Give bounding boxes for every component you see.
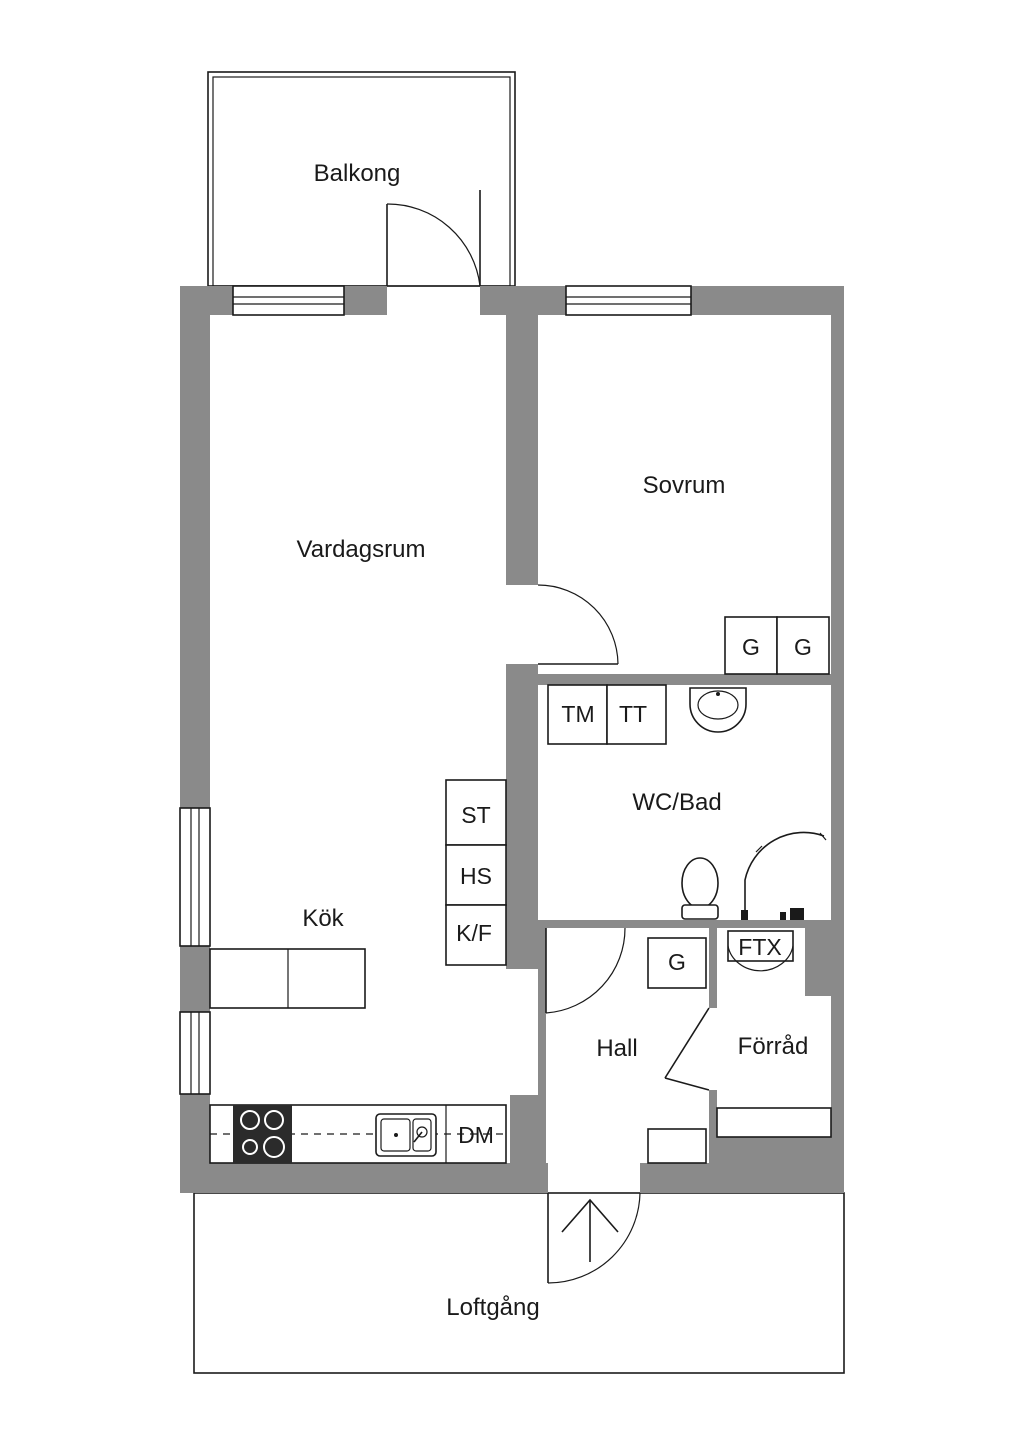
toilet-icon [681, 857, 719, 920]
entrance-arrow-icon [561, 1198, 619, 1262]
room-label-balkong: Balkong [314, 160, 401, 187]
fixture-label-ftx: FTX [738, 934, 781, 960]
fixture-label-kf: K/F [456, 920, 492, 946]
kitchen-island [209, 948, 366, 1009]
room-label-vardagsrum: Vardagsrum [297, 536, 426, 563]
window-kitchen-lower [179, 1011, 211, 1095]
hall-bench [647, 1128, 707, 1164]
walkway-outline [193, 1192, 845, 1374]
bedroom-wardrobes [724, 616, 830, 675]
fixture-label-dm: DM [458, 1122, 494, 1148]
door-bathroom [545, 927, 626, 1014]
kitchen-counter [209, 1104, 507, 1164]
room-label-kok: Kök [302, 905, 344, 932]
fixture-label-tm: TM [561, 701, 594, 727]
room-label-loftgang: Loftgång [446, 1294, 539, 1321]
window-living-top [232, 285, 345, 316]
fixture-labels: G G TM TT ST HS K/F G FTX DM [456, 634, 812, 1148]
door-bedroom [537, 584, 619, 665]
fixture-label-garderob-1: G [742, 634, 760, 660]
window-kitchen-upper [179, 807, 211, 947]
door-balcony [386, 190, 481, 287]
room-label-wc-bad: WC/Bad [632, 789, 721, 816]
door-entrance [547, 1192, 641, 1284]
fixture-label-hs: HS [460, 863, 492, 889]
interior-walls [506, 315, 831, 1168]
doors [386, 190, 710, 1284]
laundry-machines [547, 684, 667, 745]
stove-icon [233, 1105, 292, 1163]
door-storage [664, 1007, 710, 1091]
hall-wardrobe [647, 937, 707, 989]
outer-walls [180, 286, 844, 1193]
window-bedroom-top [565, 285, 692, 316]
room-label-forrad: Förråd [738, 1033, 809, 1060]
fixture-label-garderob-2: G [794, 634, 812, 660]
storage-shelf [716, 1107, 832, 1138]
fixture-label-garderob-hall: G [668, 949, 686, 975]
sink-icon [375, 1113, 437, 1157]
fixture-label-tt: TT [619, 701, 647, 727]
kitchen-tall-cabinets [445, 779, 507, 966]
washbasin-icon [689, 687, 747, 733]
fixture-label-st: ST [461, 802, 490, 828]
shower-icon [741, 831, 827, 920]
room-label-hall: Hall [596, 1035, 637, 1062]
windows [179, 285, 692, 1095]
room-labels: Balkong Vardagsrum Sovrum WC/Bad Kök Hal… [297, 160, 809, 1321]
room-label-sovrum: Sovrum [643, 472, 726, 499]
ftx-unit [727, 930, 794, 972]
